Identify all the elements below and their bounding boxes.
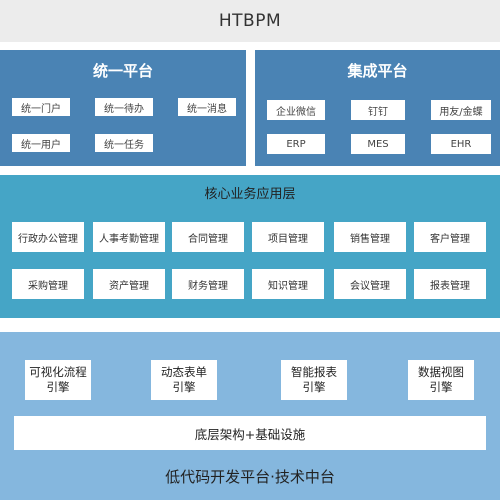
engine-line2: 引擎 (302, 380, 326, 394)
dingtalk-chip: 钉钉 (351, 100, 405, 120)
unified-platform-panel: 统一平台 统一门户 统一待办 统一消息 统一用户 统一任务 (0, 50, 246, 166)
finance-chip: 财务管理 (172, 269, 244, 299)
low-code-platform-layer: 可视化流程 引擎 动态表单 引擎 智能报表 引擎 数据视图 引擎 底层架构+基础… (0, 332, 500, 500)
yonyou-kingdee-chip: 用友/金蝶 (431, 100, 491, 120)
customer-chip: 客户管理 (414, 222, 486, 252)
erp-chip: ERP (267, 134, 325, 154)
infrastructure-bar: 底层架构+基础设施 (14, 416, 486, 450)
engine-line2: 引擎 (172, 380, 196, 394)
mes-chip: MES (351, 134, 405, 154)
unified-message-chip: 统一消息 (178, 98, 236, 116)
integration-platform-panel: 集成平台 企业微信 钉钉 用友/金蝶 ERP MES EHR (255, 50, 500, 166)
unified-user-chip: 统一用户 (12, 134, 70, 152)
smart-report-engine: 智能报表 引擎 (281, 360, 347, 400)
dynamic-form-engine: 动态表单 引擎 (151, 360, 217, 400)
wecom-chip: 企业微信 (267, 100, 325, 120)
visual-process-engine: 可视化流程 引擎 (25, 360, 91, 400)
platform-footer-title: 低代码开发平台·技术中台 (165, 468, 335, 486)
data-view-engine: 数据视图 引擎 (408, 360, 474, 400)
purchasing-chip: 采购管理 (12, 269, 84, 299)
engine-line2: 引擎 (46, 380, 70, 394)
report-chip: 报表管理 (414, 269, 486, 299)
knowledge-chip: 知识管理 (252, 269, 324, 299)
engine-line1: 动态表单 (161, 365, 207, 379)
unified-task-chip: 统一任务 (95, 134, 153, 152)
integration-platform-title: 集成平台 (347, 62, 408, 80)
engine-line2: 引擎 (429, 380, 453, 394)
ehr-chip: EHR (431, 134, 491, 154)
contract-chip: 合同管理 (172, 222, 244, 252)
engine-line1: 可视化流程 (29, 365, 87, 379)
admin-office-chip: 行政办公管理 (12, 222, 84, 252)
sales-chip: 销售管理 (334, 222, 406, 252)
meeting-chip: 会议管理 (334, 269, 406, 299)
hr-attendance-chip: 人事考勤管理 (93, 222, 165, 252)
unified-portal-chip: 统一门户 (12, 98, 70, 116)
page-title: HTBPM (0, 0, 500, 42)
engine-line1: 数据视图 (418, 365, 464, 379)
engine-line1: 智能报表 (291, 365, 337, 379)
core-business-title: 核心业务应用层 (204, 187, 296, 202)
unified-platform-title: 统一平台 (92, 62, 153, 80)
unified-todo-chip: 统一待办 (95, 98, 153, 116)
project-chip: 项目管理 (252, 222, 324, 252)
asset-chip: 资产管理 (93, 269, 165, 299)
core-business-layer: 核心业务应用层 行政办公管理 人事考勤管理 合同管理 项目管理 销售管理 客户管… (0, 175, 500, 318)
